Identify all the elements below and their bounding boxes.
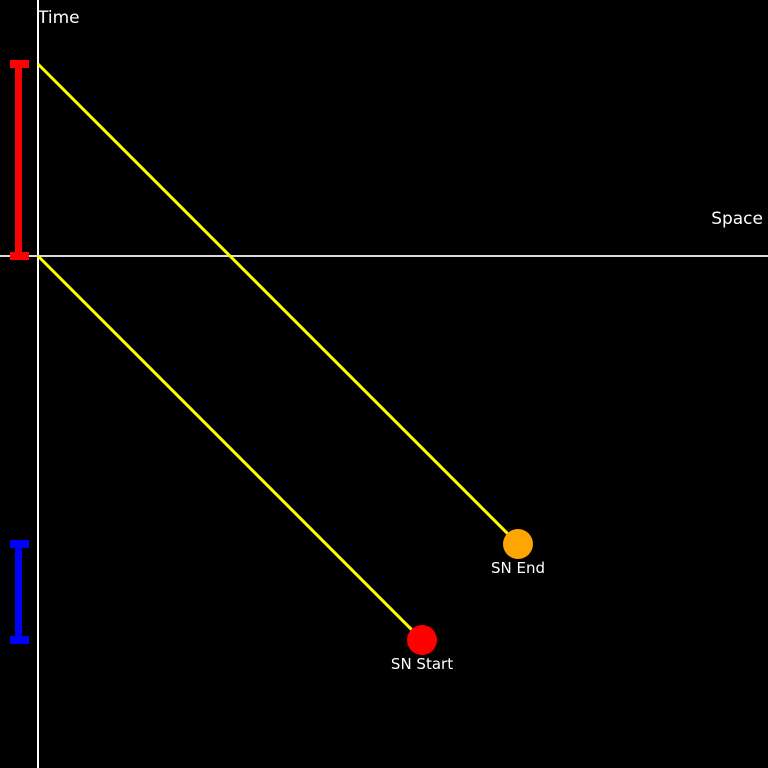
- sn-end-marker: [503, 529, 533, 559]
- light-ray-from-sn-end: [36, 62, 520, 546]
- observed-interval-bar: [10, 60, 29, 260]
- space-axis-label: Space: [711, 209, 763, 229]
- sn-start-marker: [407, 625, 437, 655]
- time-axis-label: Time: [37, 8, 80, 28]
- light-ray-from-sn-start: [36, 254, 424, 642]
- sn-end-label: SN End: [491, 559, 545, 577]
- emitted-interval-bar: [10, 540, 29, 644]
- sn-start-label: SN Start: [391, 655, 453, 673]
